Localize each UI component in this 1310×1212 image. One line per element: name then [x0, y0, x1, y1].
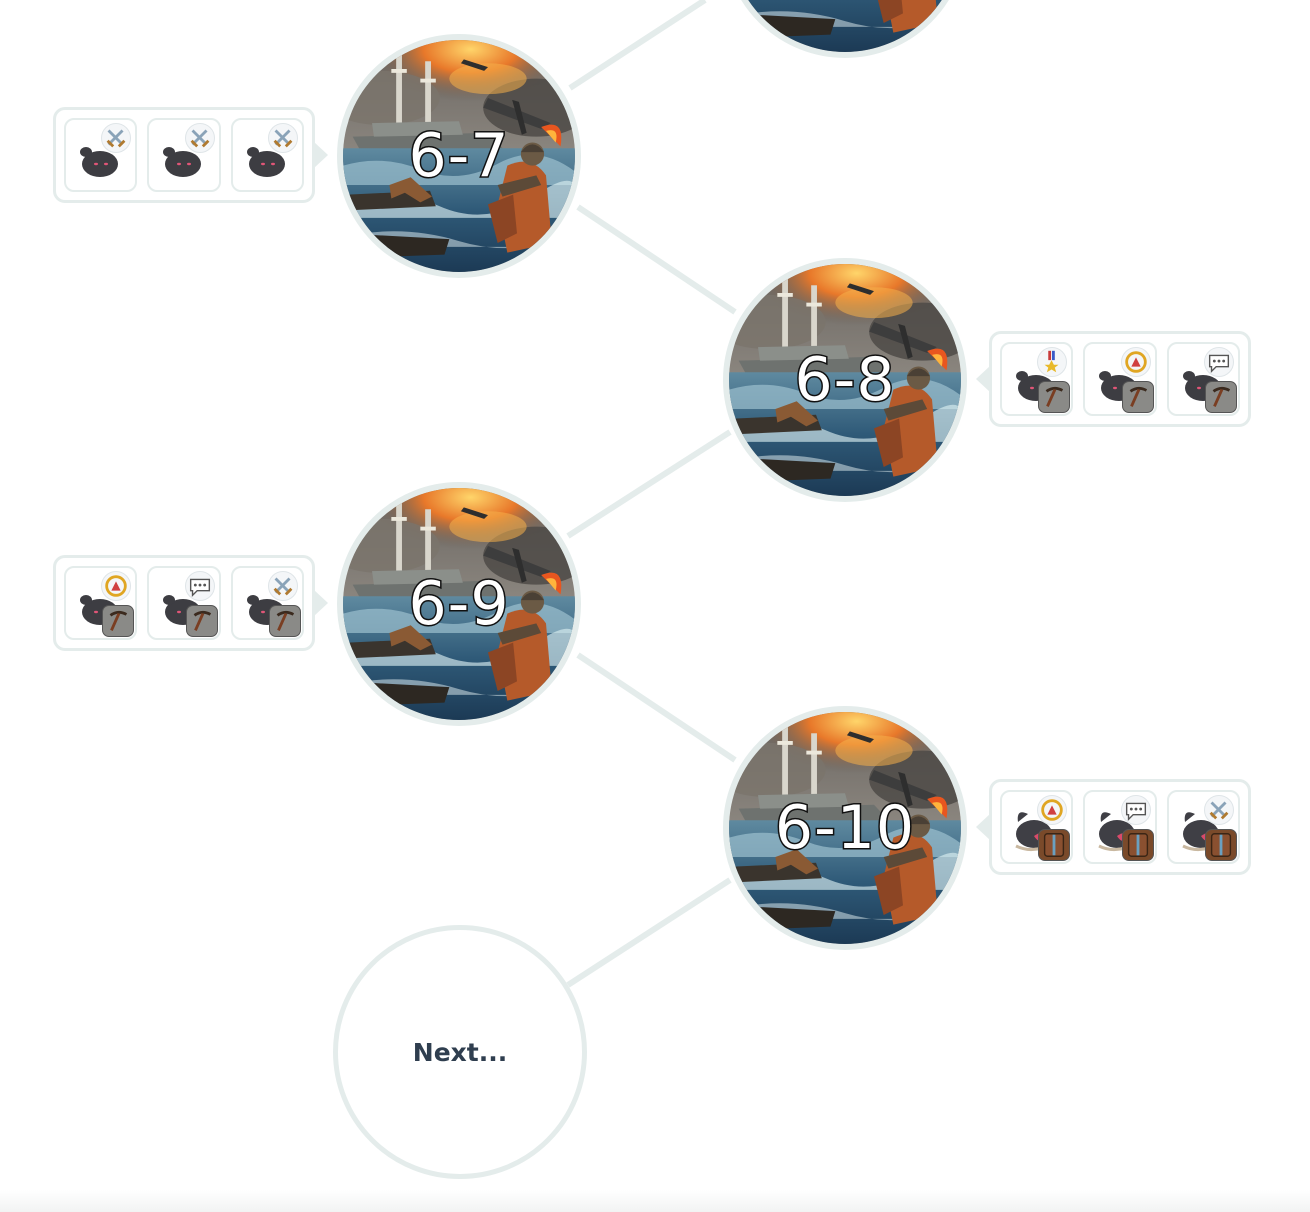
level-label: 6-10 — [773, 793, 916, 863]
swords-icon — [106, 129, 126, 148]
shield-icon — [1044, 833, 1065, 857]
panel-pointer — [314, 590, 328, 616]
connector-6-6-to-6-7 — [568, 0, 707, 91]
role-badge — [1120, 347, 1151, 377]
speech-bubble-icon — [189, 578, 210, 598]
role-badge — [1037, 795, 1068, 825]
weapon-badge — [1121, 829, 1154, 861]
weapon-badge — [185, 605, 218, 637]
role-badge — [1203, 347, 1234, 377]
enemy-panel-6-10 — [976, 779, 1251, 875]
battle-scene-artwork — [729, 0, 961, 52]
shield-icon — [1127, 833, 1148, 857]
pickaxe-icon — [276, 610, 295, 631]
level-node-6-6[interactable] — [723, 0, 967, 58]
enemy-panel-6-9 — [53, 555, 328, 651]
battle-scene-artwork — [729, 264, 961, 496]
level-label: 6-7 — [407, 121, 510, 191]
enemy-slot[interactable] — [147, 566, 221, 640]
weapon-badge — [1038, 381, 1071, 413]
swords-icon — [190, 129, 210, 148]
level-node-6-7[interactable]: 6-7 — [337, 34, 581, 278]
next-level-label: Next... — [412, 1037, 508, 1067]
enemy-slot[interactable] — [147, 118, 221, 192]
enemy-slot[interactable] — [64, 566, 138, 640]
enemy-panel-6-7 — [53, 107, 328, 203]
dark-blob-creature — [246, 147, 285, 177]
pickaxe-icon — [1212, 386, 1231, 407]
compass-icon — [1124, 351, 1147, 373]
role-badge — [1203, 795, 1234, 825]
swords-icon — [273, 129, 293, 148]
connector-6-8-to-6-9 — [566, 429, 732, 539]
panel-pointer — [314, 142, 328, 168]
compass-icon — [1041, 799, 1064, 821]
weapon-badge — [1038, 829, 1071, 861]
role-badge — [1037, 347, 1068, 377]
enemy-slot[interactable] — [1000, 790, 1074, 864]
level-node-6-10[interactable]: 6-10 — [723, 706, 967, 950]
pickaxe-icon — [109, 610, 128, 631]
compass-icon — [105, 575, 128, 597]
level-label: 6-8 — [793, 345, 896, 415]
weapon-badge — [268, 605, 301, 637]
role-badge — [267, 571, 298, 601]
page-footer-shade — [0, 1190, 1310, 1212]
connector-6-9-to-6-10 — [576, 652, 737, 763]
role-badge — [101, 571, 132, 601]
connector-6-7-to-6-8 — [576, 204, 737, 315]
role-badge — [184, 571, 215, 601]
role-badge — [1120, 795, 1151, 825]
pickaxe-icon — [1129, 386, 1147, 407]
panel-pointer — [976, 814, 990, 840]
medal-icon — [1044, 350, 1059, 373]
weapon-badge — [1204, 829, 1237, 861]
dark-blob-creature — [163, 147, 202, 177]
battle-scene-artwork — [343, 40, 575, 272]
panel-pointer — [976, 366, 990, 392]
speech-bubble-icon — [1125, 802, 1146, 822]
weapon-badge — [1121, 381, 1154, 413]
pickaxe-icon — [1045, 386, 1064, 407]
swords-icon — [273, 577, 293, 596]
enemy-slot[interactable] — [1166, 790, 1240, 864]
speech-bubble-icon — [1208, 354, 1230, 374]
level-label: 6-9 — [407, 569, 510, 639]
enemy-slot[interactable] — [64, 118, 138, 192]
level-node-6-8[interactable]: 6-8 — [723, 258, 967, 502]
dark-blob-creature — [80, 147, 118, 177]
enemy-panel-6-8 — [976, 331, 1251, 427]
role-badge — [267, 123, 298, 153]
enemy-slot[interactable] — [1083, 790, 1157, 864]
connector-6-10-to-next — [566, 877, 732, 988]
role-badge — [184, 123, 215, 153]
enemy-slot[interactable] — [1000, 342, 1074, 416]
weapon-badge — [1204, 381, 1237, 413]
pickaxe-icon — [193, 610, 211, 631]
enemy-slot[interactable] — [1083, 342, 1157, 416]
enemy-slot[interactable] — [230, 118, 304, 192]
weapon-badge — [102, 605, 135, 637]
next-level-node[interactable]: Next... — [333, 925, 587, 1179]
enemy-slot[interactable] — [1166, 342, 1240, 416]
role-badge — [101, 123, 132, 153]
battle-scene-artwork — [729, 712, 961, 944]
battle-scene-artwork — [343, 488, 575, 720]
enemy-slot[interactable] — [230, 566, 304, 640]
level-node-6-9[interactable]: 6-9 — [337, 482, 581, 726]
shield-icon — [1210, 833, 1232, 857]
swords-icon — [1209, 801, 1229, 820]
